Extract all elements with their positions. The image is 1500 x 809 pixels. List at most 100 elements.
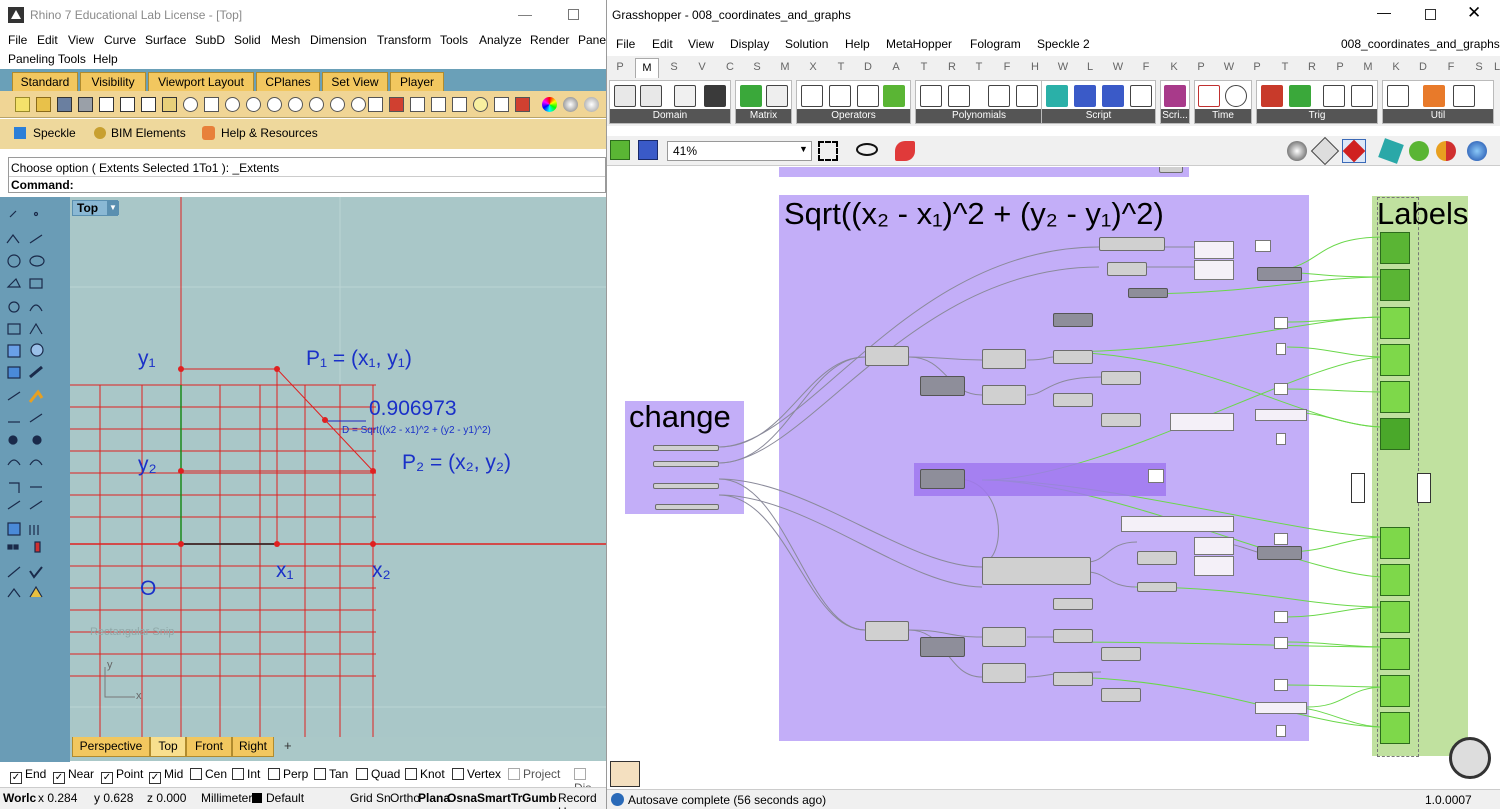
component[interactable] [982, 557, 1091, 585]
component[interactable] [1053, 313, 1093, 327]
component[interactable] [1099, 237, 1165, 251]
osnap-icon[interactable] [410, 97, 425, 112]
save-icon[interactable] [57, 97, 72, 112]
four-viewports-icon[interactable] [368, 97, 383, 112]
alpha-icon[interactable] [1323, 85, 1345, 107]
panel[interactable] [1274, 611, 1288, 623]
display-mode-icon[interactable] [1287, 141, 1307, 161]
power-of-two-icon[interactable] [1016, 85, 1038, 107]
component[interactable] [1137, 551, 1177, 565]
component[interactable] [920, 637, 965, 657]
panel[interactable] [1276, 433, 1286, 445]
gh-tab[interactable]: T [975, 61, 983, 73]
component[interactable] [1257, 267, 1302, 281]
triangle-icon[interactable] [1289, 85, 1311, 107]
tab-perspective[interactable]: Perspective [72, 737, 150, 757]
component[interactable] [865, 346, 909, 366]
square-root-icon[interactable] [948, 85, 970, 107]
panel[interactable] [1194, 537, 1234, 555]
gaussian-icon[interactable] [1423, 85, 1445, 107]
component[interactable] [1053, 393, 1093, 407]
menu-analyze[interactable]: Analyze [479, 33, 522, 47]
gh-tab[interactable]: H [1031, 61, 1039, 73]
osnap-mid[interactable]: ✓Mid [149, 767, 183, 784]
bounds-icon[interactable] [674, 85, 696, 107]
gh-tab[interactable]: T [920, 61, 928, 73]
panel[interactable] [1255, 240, 1271, 252]
copy2-icon[interactable] [141, 97, 156, 112]
menu-help[interactable]: Help [93, 52, 118, 66]
zoom-extents-icon[interactable] [288, 97, 303, 112]
grasshopper-canvas[interactable]: Sqrt((x₂ - x₁)^2 + (y₂ - y₁)^2) change L… [607, 167, 1500, 787]
open-file-icon[interactable] [610, 140, 630, 160]
mesh-settings-icon[interactable] [1436, 141, 1456, 161]
component[interactable] [982, 385, 1026, 405]
label-output[interactable] [1380, 712, 1410, 744]
gh-menu-display[interactable]: Display [730, 37, 770, 51]
panel[interactable] [1255, 409, 1307, 421]
panel[interactable] [1194, 260, 1234, 280]
label-output[interactable] [1380, 418, 1410, 450]
zoom-icon[interactable] [246, 97, 261, 112]
gh-tab[interactable]: S [753, 61, 761, 73]
component[interactable] [1101, 371, 1141, 385]
gh-menu-fologram[interactable]: Fologram [970, 37, 1021, 51]
gh-tab-maths[interactable]: M [635, 58, 659, 78]
minimize-button[interactable]: — [518, 6, 532, 22]
bim-elements-button[interactable]: BIM Elements [111, 126, 186, 140]
tab-right[interactable]: Right [232, 737, 274, 757]
gh-maximize-button[interactable] [1425, 9, 1436, 20]
cplane-icon[interactable] [431, 97, 446, 112]
capture-icon[interactable] [610, 761, 640, 787]
menu-tools[interactable]: Tools [440, 33, 469, 47]
zoom-window-icon[interactable] [267, 97, 282, 112]
gh-tab[interactable]: C [726, 61, 734, 73]
gh-menu-help[interactable]: Help [845, 37, 870, 51]
menu-subd[interactable]: SubD [195, 33, 226, 47]
gh-tab[interactable]: V [698, 61, 706, 73]
label-output[interactable] [1380, 601, 1410, 633]
gh-tab[interactable]: F [1142, 61, 1150, 73]
component[interactable] [865, 621, 909, 641]
tab-viewport-layout[interactable]: Viewport Layout [148, 72, 254, 91]
osnap-quad[interactable]: Quad [356, 767, 400, 781]
gh-tab[interactable]: W [1057, 61, 1069, 73]
component[interactable] [982, 663, 1026, 683]
mass-addition-icon[interactable] [883, 85, 905, 107]
component[interactable] [1101, 688, 1141, 702]
sketch-icon[interactable] [895, 141, 915, 161]
menu-panels[interactable]: Pane [578, 33, 606, 47]
open-folder-icon[interactable] [36, 97, 51, 112]
cut-icon[interactable] [99, 97, 114, 112]
render-sphere-icon[interactable] [563, 97, 578, 112]
label-output[interactable] [1380, 675, 1410, 707]
zoom-handle-icon[interactable] [1351, 473, 1365, 503]
component[interactable] [1159, 167, 1183, 173]
zoom-handle-icon[interactable] [1417, 473, 1431, 503]
osnap-perp[interactable]: Perp [268, 767, 308, 781]
gh-tab[interactable]: W [1223, 61, 1235, 73]
gh-tab[interactable]: S [670, 61, 678, 73]
expression-icon[interactable] [1130, 85, 1152, 107]
panel[interactable] [1274, 533, 1288, 545]
zoom-selected-icon[interactable] [309, 97, 324, 112]
menu-paneling-tools[interactable]: Paneling Tools [8, 52, 86, 66]
sidebar-tool-icons[interactable] [0, 197, 70, 763]
save-file-icon[interactable] [638, 140, 658, 160]
gh-tab[interactable]: F [1003, 61, 1011, 73]
panel[interactable] [1276, 725, 1286, 737]
speckle-button[interactable]: Speckle [33, 126, 76, 140]
lock-icon[interactable] [494, 97, 509, 112]
multiplication-icon[interactable] [857, 85, 879, 107]
epsilon-icon[interactable] [1387, 85, 1409, 107]
panel[interactable] [1274, 637, 1288, 649]
command-input[interactable]: Command: [11, 178, 74, 192]
osnap-near[interactable]: ✓Near [53, 767, 94, 784]
gh-close-button[interactable]: ✕ [1467, 3, 1482, 22]
component[interactable] [1053, 350, 1093, 364]
osnap-tan[interactable]: Tan [314, 767, 348, 781]
construct-domain-icon[interactable] [640, 85, 662, 107]
viewport-title-top[interactable]: Top▼ [72, 200, 119, 216]
car-icon[interactable] [389, 97, 404, 112]
menu-file[interactable]: File [8, 33, 28, 47]
